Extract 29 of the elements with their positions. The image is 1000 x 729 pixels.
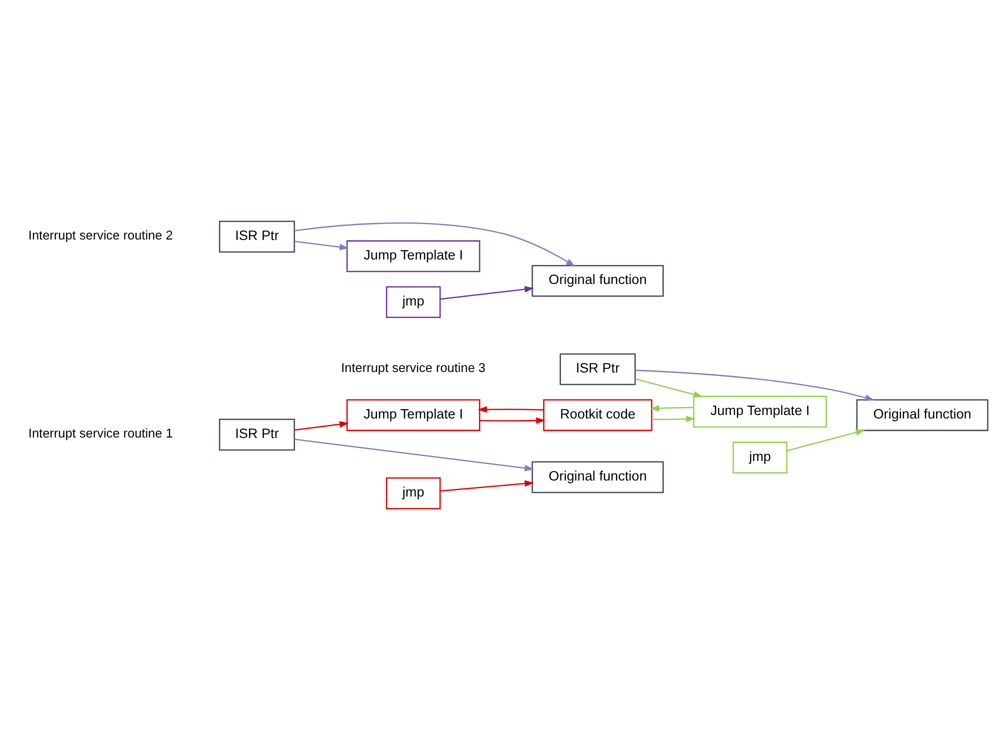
node-box: ISR Ptr (218, 418, 295, 450)
arrow (786, 428, 866, 451)
arrow (294, 420, 349, 430)
label: Interrupt service routine 1 (28, 425, 173, 440)
label: Interrupt service routine 2 (28, 227, 173, 242)
node-box: Jump Template I (346, 398, 480, 431)
node-box: jmp (386, 286, 441, 318)
node-box: Jump Template I (346, 240, 480, 272)
arrow (652, 415, 696, 422)
node-box: ISR Ptr (218, 220, 295, 252)
node-box: Original function (532, 460, 664, 493)
node-box: Rootkit code (543, 398, 652, 431)
arrow (294, 240, 349, 250)
arrow (635, 369, 875, 400)
arrow (480, 416, 546, 424)
node-box: Jump Template I (693, 395, 827, 428)
node-box: jmp (732, 441, 788, 474)
node-box: jmp (386, 476, 441, 509)
node-box: Original function (856, 398, 988, 431)
arrow (478, 406, 544, 412)
arrow (440, 480, 534, 492)
arrow (635, 378, 703, 398)
arrow (294, 222, 576, 266)
node-box: ISR Ptr (560, 352, 636, 385)
arrow (440, 286, 534, 300)
label: Interrupt service routine 3 (341, 360, 486, 375)
arrow (650, 404, 694, 412)
node-box: Original function (532, 264, 664, 296)
arrow (294, 438, 534, 471)
